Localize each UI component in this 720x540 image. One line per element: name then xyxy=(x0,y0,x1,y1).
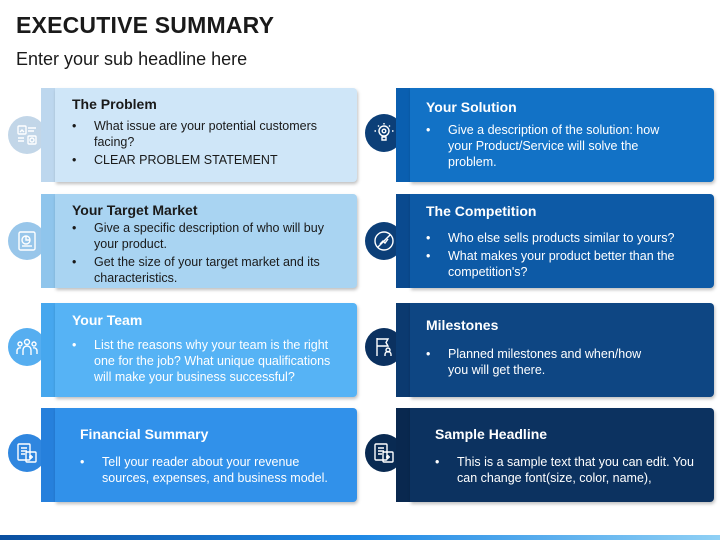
card-the-competition: The Competition Who else sells products … xyxy=(396,194,714,288)
card-sample-headline: Sample Headline This is a sample text th… xyxy=(396,408,714,502)
list-item: Give a description of the solution: how … xyxy=(426,122,662,170)
card-milestones: Milestones Planned milestones and when/h… xyxy=(396,303,714,397)
card-tab xyxy=(41,194,55,288)
card-tab xyxy=(41,303,55,397)
card-heading: Milestones xyxy=(426,317,499,333)
card-bullets: What issue are your potential customers … xyxy=(72,118,342,170)
list-item: What issue are your potential customers … xyxy=(72,118,342,150)
card-your-team: Your Team List the reasons why your team… xyxy=(41,303,357,397)
card-heading: Financial Summary xyxy=(80,426,209,442)
card-tab xyxy=(396,88,410,182)
card-bullets: Give a specific description of who will … xyxy=(72,220,342,288)
card-tab xyxy=(396,303,410,397)
card-bullets: Who else sells products similar to yours… xyxy=(426,230,706,282)
card-bullets: List the reasons why your team is the ri… xyxy=(72,337,348,387)
target-market-chart-icon xyxy=(8,222,46,260)
card-tab xyxy=(41,408,55,502)
card-tab xyxy=(41,88,55,182)
card-the-problem: The Problem What issue are your potentia… xyxy=(41,88,357,182)
team-icon xyxy=(8,328,46,366)
card-heading: The Competition xyxy=(426,203,537,219)
bottom-accent-bar xyxy=(0,535,720,540)
problem-chart-icon xyxy=(8,116,46,154)
list-item: Planned milestones and when/how you will… xyxy=(426,346,662,378)
list-item: List the reasons why your team is the ri… xyxy=(72,337,348,385)
list-item: Tell your reader about your revenue sour… xyxy=(80,454,350,486)
card-bullets: Planned milestones and when/how you will… xyxy=(426,346,662,380)
card-heading: Sample Headline xyxy=(435,426,548,442)
list-item: This is a sample text that you can edit.… xyxy=(435,454,705,486)
page-title: EXECUTIVE SUMMARY xyxy=(16,12,275,38)
card-tab xyxy=(396,408,410,502)
financial-document-icon xyxy=(8,434,46,472)
card-tab xyxy=(396,194,410,288)
card-financial-summary: Financial Summary Tell your reader about… xyxy=(41,408,357,502)
page-subtitle: Enter your sub headline here xyxy=(16,49,248,69)
list-item: Get the size of your target market and i… xyxy=(72,254,342,286)
card-bullets: Give a description of the solution: how … xyxy=(426,122,662,172)
card-heading: The Problem xyxy=(72,96,157,112)
card-your-solution: Your Solution Give a description of the … xyxy=(396,88,714,182)
card-bullets: This is a sample text that you can edit.… xyxy=(435,454,705,488)
list-item: What makes your product better than the … xyxy=(426,248,706,280)
card-heading: Your Solution xyxy=(426,99,517,115)
list-item: Who else sells products similar to yours… xyxy=(426,230,706,246)
card-heading: Your Target Market xyxy=(72,202,198,218)
card-bullets: Tell your reader about your revenue sour… xyxy=(80,454,350,488)
card-heading: Your Team xyxy=(72,312,143,328)
card-target-market: Your Target Market Give a specific descr… xyxy=(41,194,357,288)
list-item: CLEAR PROBLEM STATEMENT xyxy=(72,152,342,168)
list-item: Give a specific description of who will … xyxy=(72,220,342,252)
